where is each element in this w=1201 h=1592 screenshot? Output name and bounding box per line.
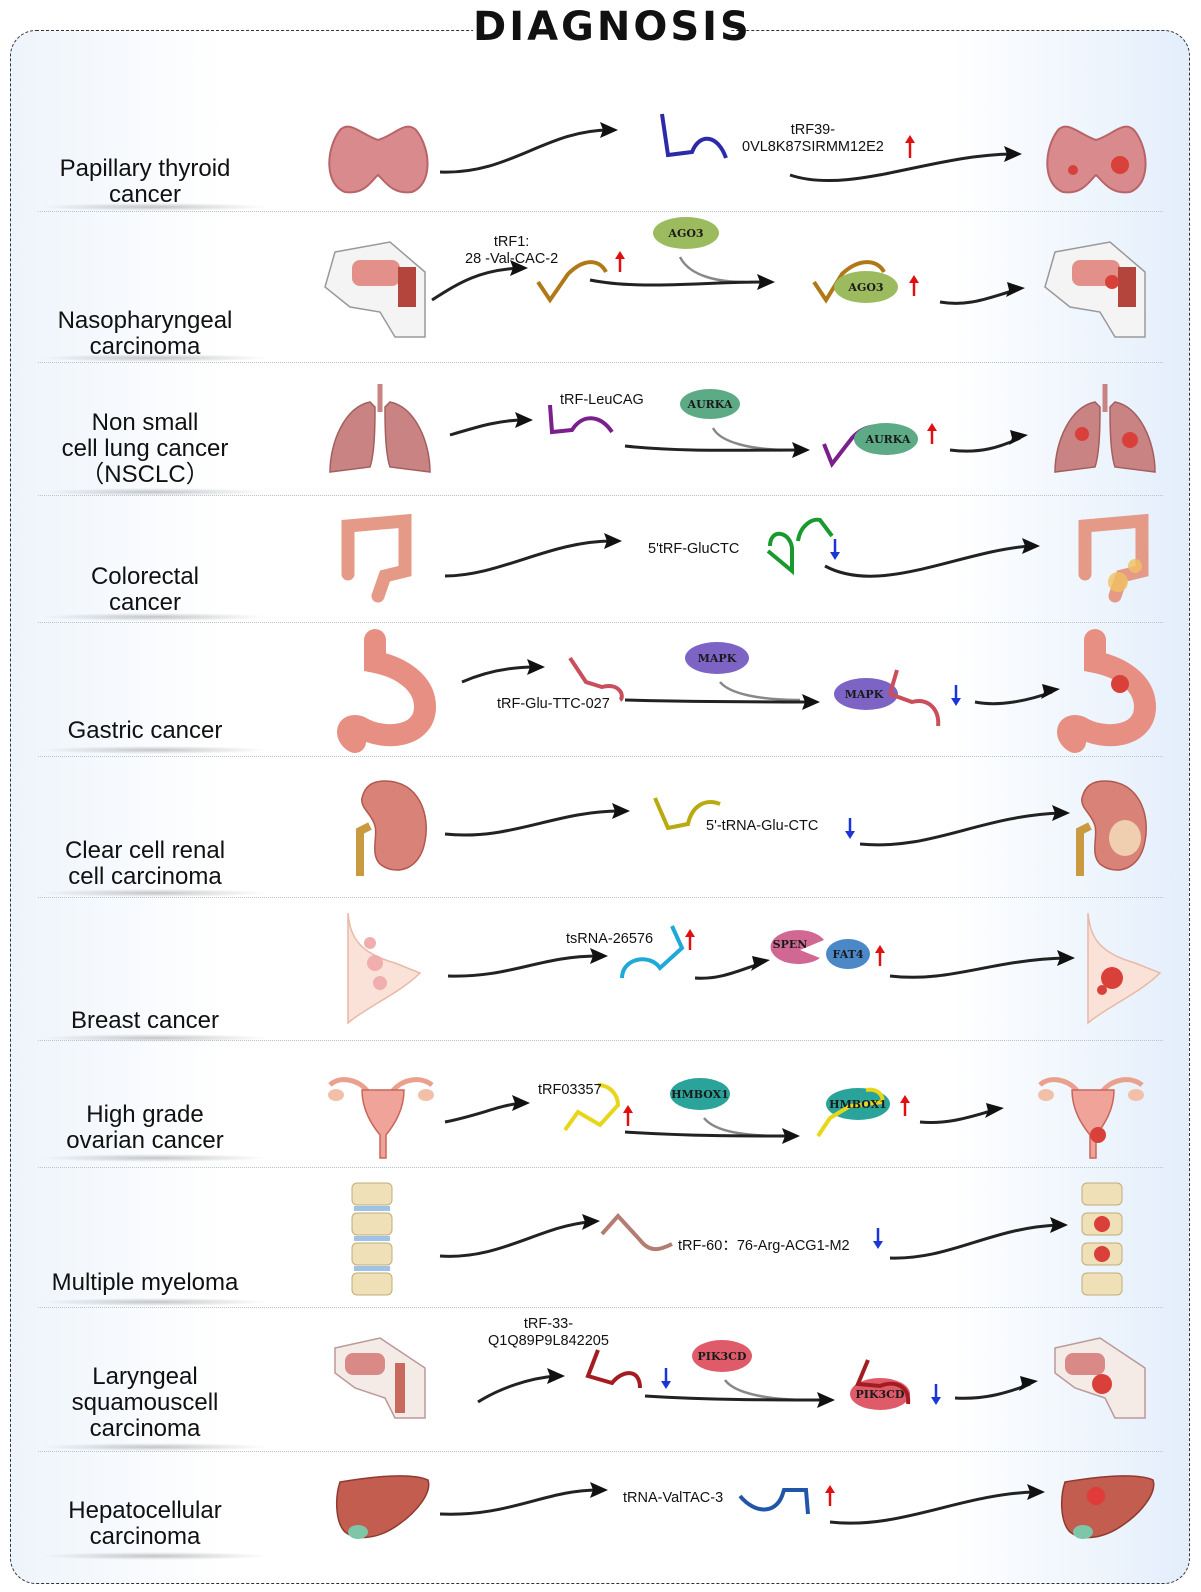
row-graphics [0,0,1201,212]
down-arrow-icon [873,1228,883,1249]
liver-tumor-icon [1062,1476,1154,1539]
kidney-tumor-icon [1080,781,1146,876]
row-laryngeal: Laryngeal squamouscell carcinoma tRF-33-… [0,1308,1201,1452]
flow-arrow [445,541,612,576]
row-graphics [0,1452,1201,1582]
flow-arrow [445,811,620,835]
protein-label: MAPK [698,652,737,665]
row-renal: Clear cell renal cell carcinoma 5'-tRNA-… [0,756,1201,898]
protein-label: AURKA [687,398,733,411]
row-breast: Breast cancer tsRNA-26576 SPEN FAT4 [0,898,1201,1040]
protein-label: AGO3 [847,281,883,294]
flow-arrow [440,130,610,172]
row-graphics [0,1168,1201,1308]
row-gastric: Gastric cancer tRF-Glu-TTC-027 MAPK MAPK [0,622,1201,756]
thyroid-tumor-icon [1047,127,1145,193]
colon-icon [348,521,405,596]
colon-tumor-icon [1085,521,1142,596]
liver-icon [337,1476,429,1539]
spine-tumor-icon [1082,1183,1122,1295]
flow-arrow [860,813,1060,845]
trf-strand [602,1216,672,1249]
protein-label: HMBOX1 [671,1088,729,1101]
row-graphics [0,756,1201,898]
protein-label: SPEN [773,938,808,951]
flow-arrow [830,1492,1035,1523]
protein-label: PIK3CD [698,1350,747,1363]
up-arrow-icon [905,135,915,158]
trf-label: tRF-60：76-Arg-ACG1-M2 [678,1238,850,1255]
row-colorectal: Colorectal cancer 5'tRF-GluCTC [0,496,1201,622]
down-arrow-icon [830,539,840,560]
protein-label: FAT4 [833,948,864,961]
row-ovarian: High grade ovarian cancer tRF03357 [0,1040,1201,1168]
protein-label: PIK3CD [856,1388,905,1401]
trf-strand [662,114,726,158]
row-myeloma: Multiple myeloma tRF-60：76-Arg-ACG1-M2 [0,1168,1201,1308]
protein-label: MAPK [845,688,884,701]
protein-label: AGO3 [667,227,703,240]
trf-label: 5'-tRNA-Glu-CTC [706,818,818,835]
trf-label: tRNA-ValTAC-3 [623,1490,723,1507]
trf-label: tRF39- 0VL8K87SIRMM12E2 [742,122,884,156]
row-papillary-thyroid: Papillary thyroid cancer tRF39- 0VL8K87S… [0,0,1201,212]
flow-arrow [440,1490,598,1514]
kidney-icon [360,781,426,876]
row-nasopharyngeal: Nasopharyngeal carcinoma tRF1: 28 -Val- [0,212,1201,362]
flow-arrow [440,1222,590,1256]
spine-icon [352,1183,392,1295]
protein-label: AURKA [865,433,911,446]
trf-strand [768,520,832,571]
flow-arrow [890,1225,1058,1258]
down-arrow-icon [845,818,855,839]
flow-arrow [825,546,1030,576]
flow-arrow [790,154,1012,181]
trf-strand [740,1490,808,1514]
thyroid-icon [329,127,427,193]
row-hepatocellular: Hepatocellular carcinoma tRNA-ValTAC-3 [0,1452,1201,1582]
row-graphics [0,496,1201,622]
trf-label: 5'tRF-GluCTC [648,541,739,558]
row-nsclc: Non small cell lung cancer （NSCLC） tRF-L… [0,362,1201,496]
up-arrow-icon [825,1485,835,1506]
protein-label: HMBOX1 [829,1098,887,1111]
